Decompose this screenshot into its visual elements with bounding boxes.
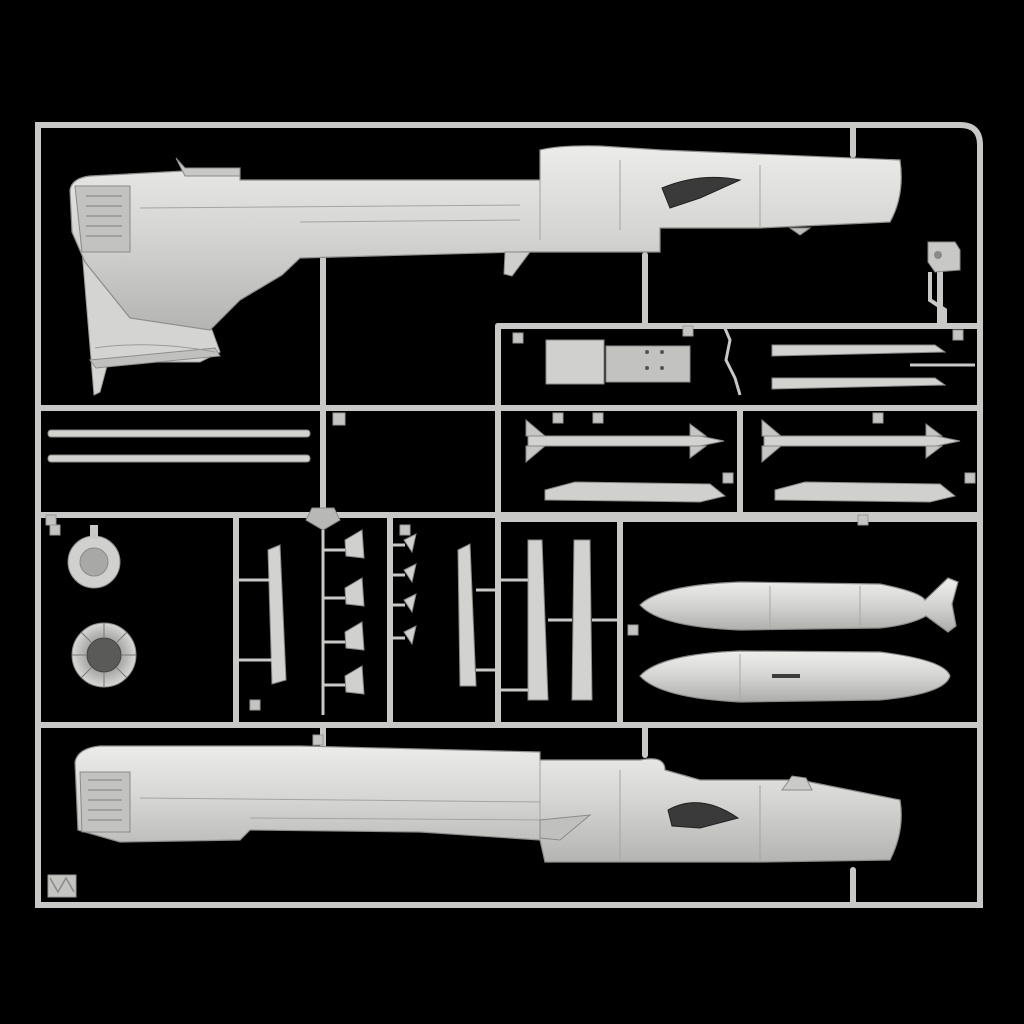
long-rod-lower (47, 454, 311, 463)
sprue-gates (45, 325, 976, 898)
drop-tank-lower (639, 650, 951, 703)
pylons (544, 481, 957, 503)
missile-left (525, 418, 725, 464)
fin-strip-d (571, 539, 593, 701)
long-rod-upper (47, 429, 311, 438)
sprue-id-tab (49, 876, 75, 894)
fin-strip-a (267, 544, 287, 685)
exhaust-ring (67, 525, 121, 589)
cockpit-tub (545, 339, 691, 385)
missile-right (761, 418, 961, 464)
runner-hub (305, 507, 341, 531)
launch-rails (771, 344, 975, 390)
fin-strip-b (457, 543, 477, 687)
pylon-left (544, 481, 727, 503)
pylon-right (774, 481, 957, 503)
sprue-runners (35, 122, 983, 908)
small-bracket (927, 241, 961, 326)
fin-strip-c (527, 539, 549, 701)
fuselage-half-left (69, 145, 902, 396)
fuselage-half-right (74, 745, 902, 863)
long-rods (47, 429, 311, 463)
pitot-probe-part (722, 325, 742, 396)
small-fins (321, 529, 417, 715)
outer-frame (35, 122, 983, 908)
drop-tank-upper (639, 577, 959, 633)
engine-nozzle (71, 622, 137, 688)
fin-strips (236, 539, 620, 701)
